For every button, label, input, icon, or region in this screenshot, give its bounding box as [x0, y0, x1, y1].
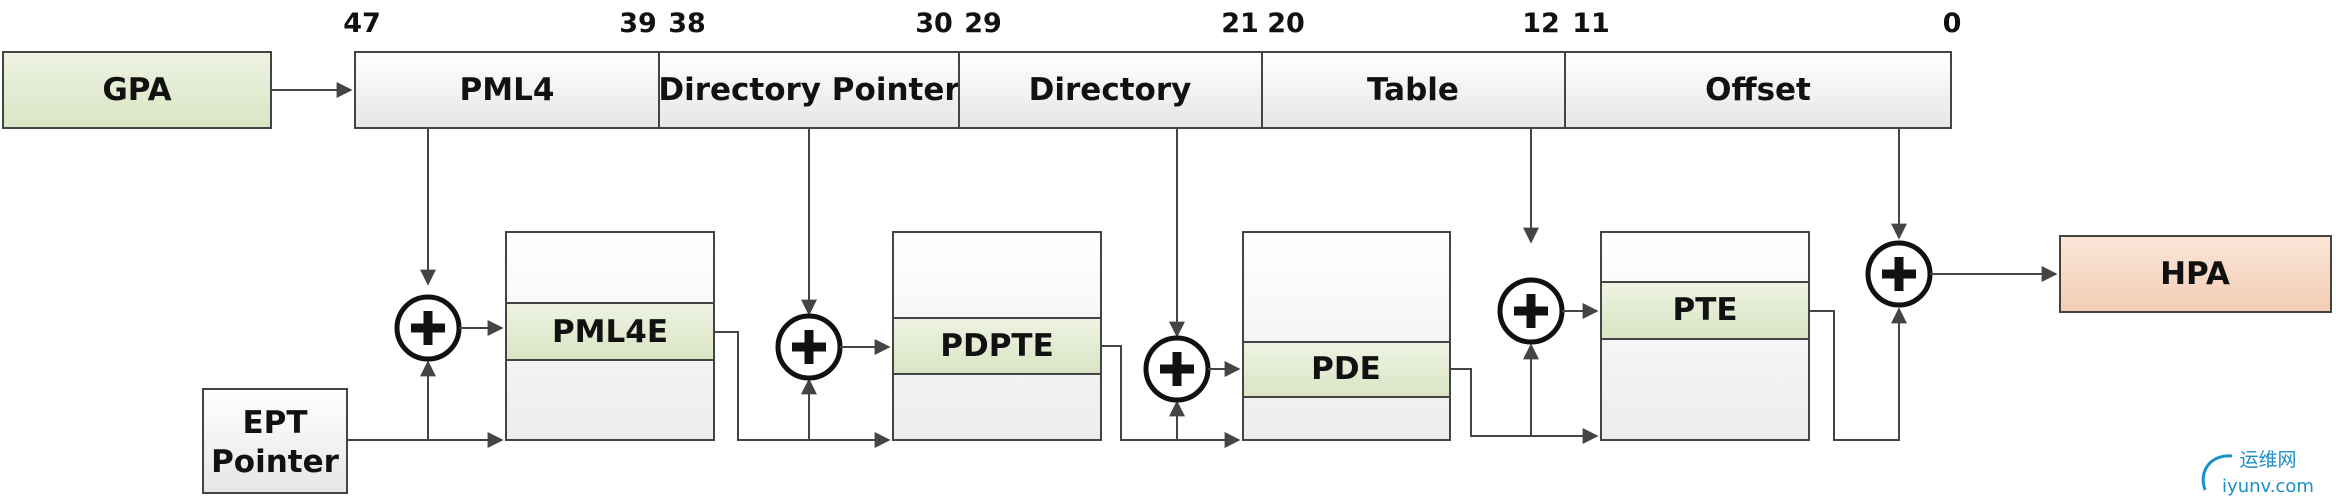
pdpte-label: PDPTE [940, 328, 1054, 364]
watermark-url: iyunv.com [2222, 476, 2314, 497]
hpa-box [2059, 235, 2332, 313]
watermark-swoosh-icon [2201, 454, 2233, 491]
ept-pointer-label-line1: EPT [242, 405, 307, 441]
pde-label: PDE [1311, 351, 1381, 387]
adder-3-plus-icon [1143, 335, 1211, 403]
pdpte-entry [892, 317, 1102, 375]
pte-label: PTE [1672, 292, 1737, 328]
bit-label-47: 47 [343, 8, 381, 39]
bit-label-21: 21 [1221, 8, 1259, 39]
field-directory-pointer-label: Directory Pointer [658, 72, 960, 108]
pte-entry [1600, 281, 1810, 340]
bit-label-30: 30 [915, 8, 953, 39]
pt-table: PTE [1600, 231, 1810, 441]
pde-to-pt-arrow [1450, 368, 1599, 444]
watermark-cn: 运维网 [2239, 449, 2296, 471]
field-offset-label: Offset [1705, 72, 1811, 108]
adder-2-plus-icon [775, 313, 843, 381]
bit-label-12: 12 [1522, 8, 1560, 39]
bit-label-11: 11 [1572, 8, 1610, 39]
bit-label-0: 0 [1943, 8, 1962, 39]
field-pml4-label: PML4 [460, 72, 555, 108]
pml4e-to-pdpt-arrow [714, 331, 891, 448]
watermark: 运维网 iyunv.com [2201, 449, 2314, 497]
bit-label-38: 38 [668, 8, 706, 39]
bit-label-39: 39 [619, 8, 657, 39]
gpa-label: GPA [102, 72, 171, 108]
adder-5-plus-icon [1865, 240, 1933, 308]
ept-pointer-box [202, 388, 348, 494]
adder-4-plus-icon [1497, 277, 1565, 345]
ept-pointer-label-line2: Pointer [211, 444, 340, 480]
pd-table: PDE [1242, 231, 1451, 441]
gpa-box [2, 51, 272, 129]
pte-to-adder5-arrow [1809, 307, 1907, 441]
hpa-label: HPA [2160, 256, 2230, 292]
field-pml4 [354, 51, 660, 129]
pml4-table: PML4E [505, 231, 715, 441]
field-directory-label: Directory [1029, 72, 1192, 108]
field-table-label: Table [1367, 72, 1459, 108]
bit-label-20: 20 [1267, 8, 1305, 39]
pdpte-to-pd-arrow [1101, 345, 1241, 448]
field-offset [1564, 51, 1952, 129]
adder-1-plus-icon [394, 294, 462, 362]
pml4e-entry [505, 302, 715, 361]
pml4e-label: PML4E [552, 314, 668, 350]
pdpt-table: PDPTE [892, 231, 1102, 441]
bit-label-29: 29 [964, 8, 1002, 39]
pde-entry [1242, 341, 1451, 398]
